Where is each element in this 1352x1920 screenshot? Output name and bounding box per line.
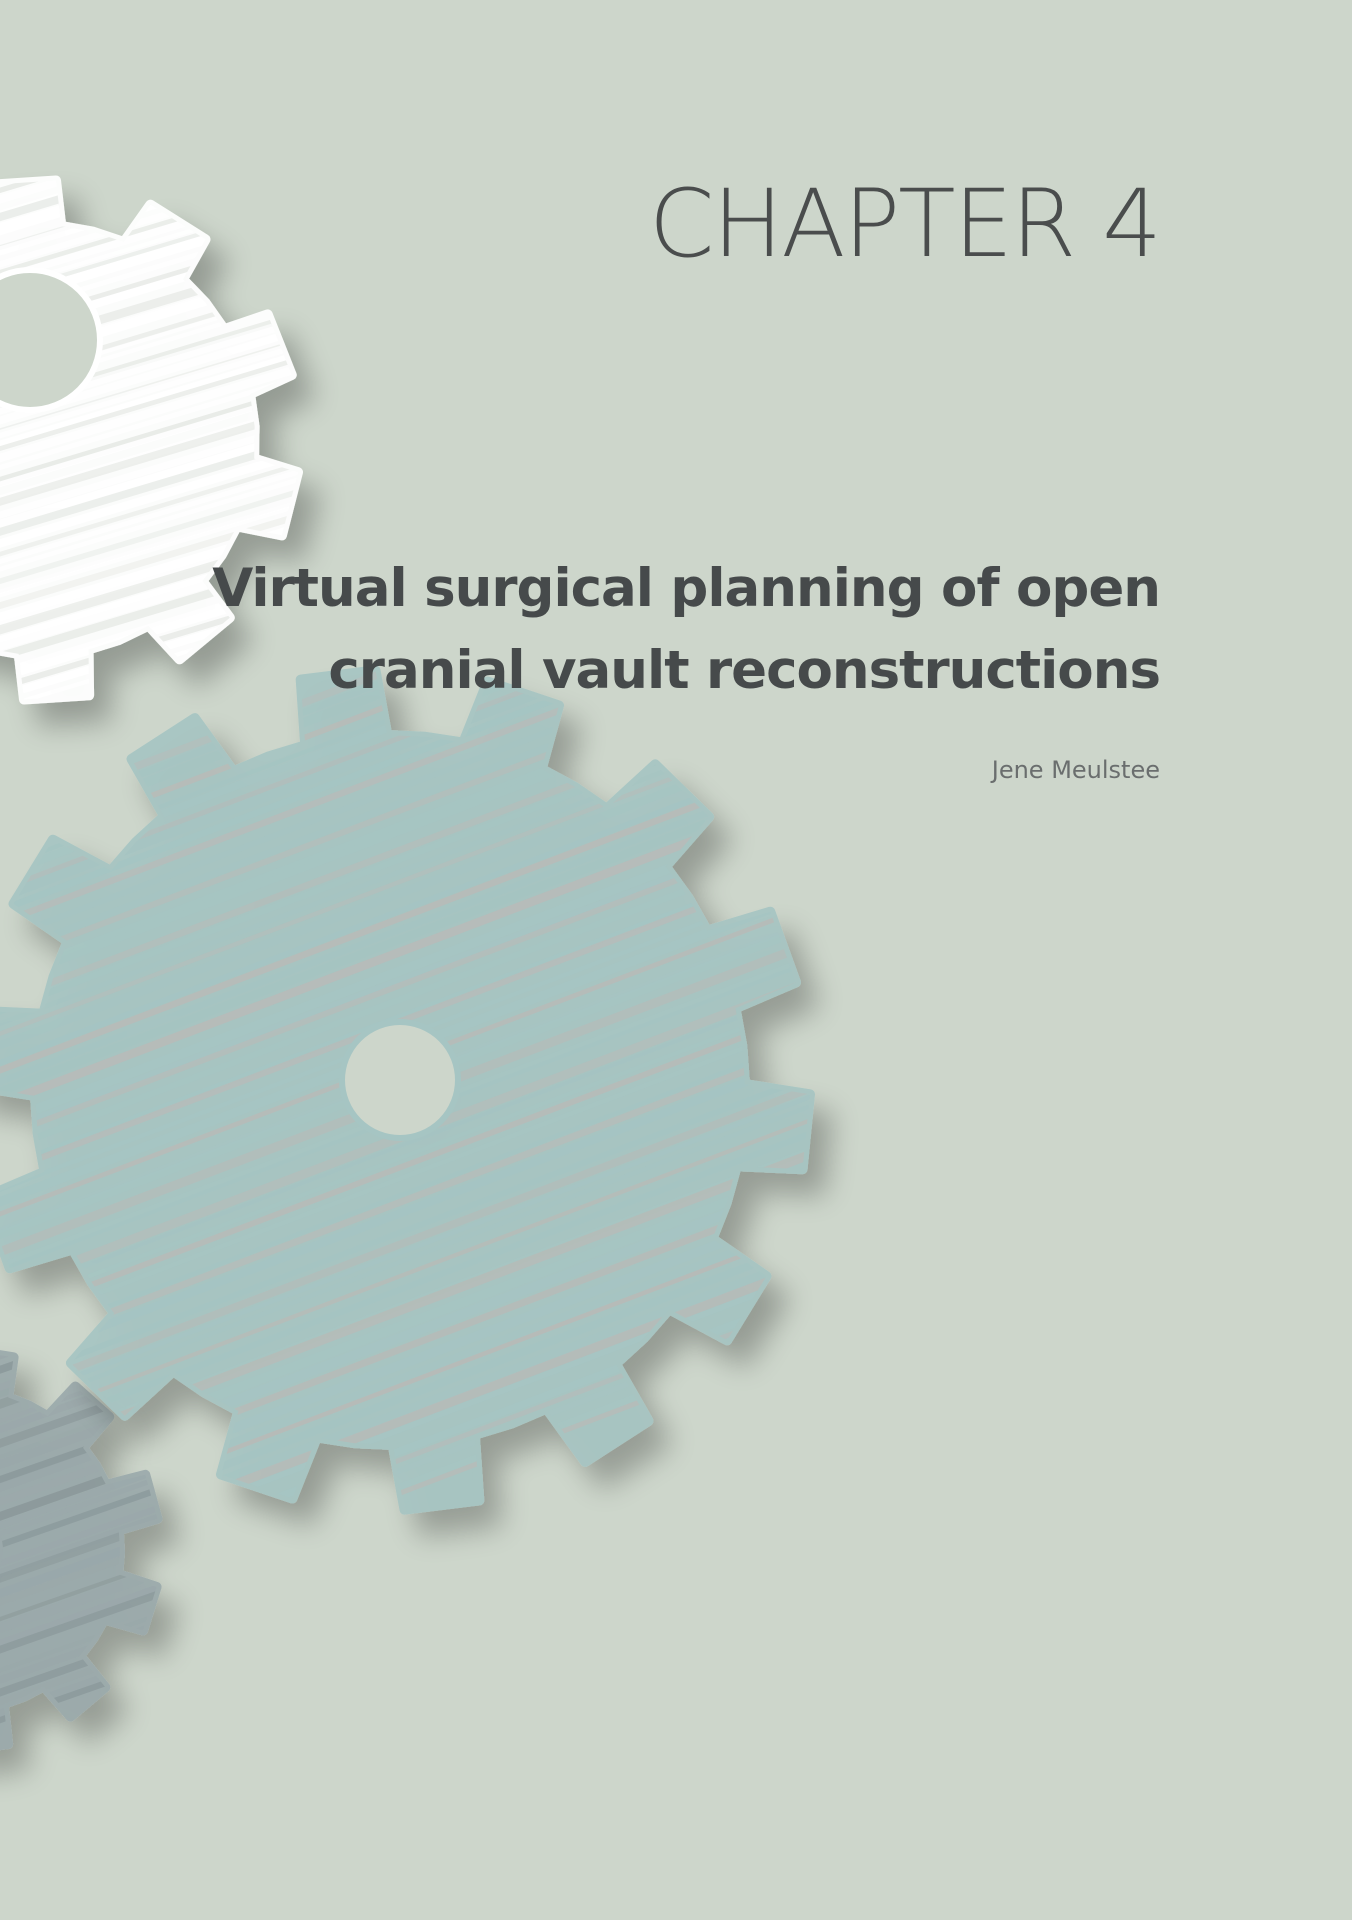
chapter-title-line-1: Virtual surgical planning of open bbox=[212, 558, 1161, 619]
chapter-author: Jene Meulstee bbox=[991, 756, 1160, 784]
chapter-title-line-2: cranial vault reconstructions bbox=[328, 640, 1161, 701]
chapter-title: Virtual surgical planning of open crania… bbox=[212, 548, 1161, 712]
chapter-number: CHAPTER 4 bbox=[648, 170, 1162, 279]
